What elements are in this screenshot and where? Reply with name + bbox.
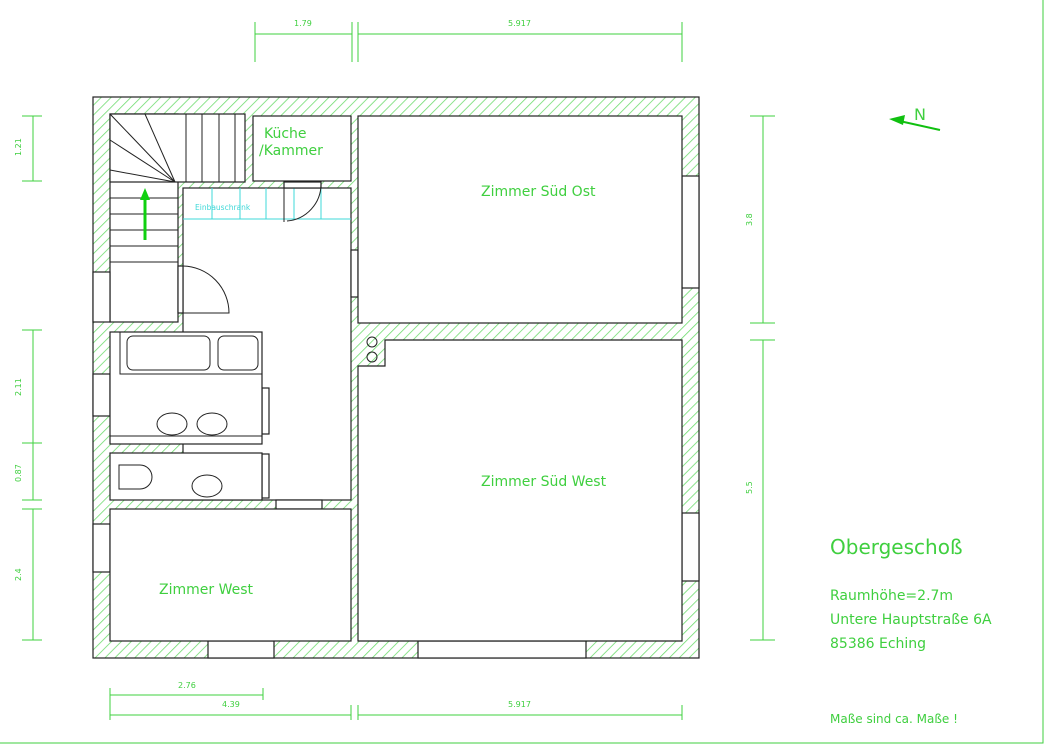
zimmer-sued-ost-label: Zimmer Süd Ost (481, 184, 596, 200)
room-height: Raumhöhe=2.7m (830, 588, 953, 604)
address-street: Untere Hauptstraße 6A (830, 612, 992, 628)
sink-icon (156, 412, 188, 436)
kitchen-label: Küche (264, 126, 307, 142)
room-zimmer-sued-ost (357, 115, 683, 324)
svg-text:1.21: 1.21 (14, 138, 23, 156)
svg-text:5.5: 5.5 (745, 481, 754, 494)
zimmer-sued-west-label: Zimmer Süd West (481, 474, 607, 490)
sink-icon (191, 474, 223, 498)
room-kitchen (252, 115, 352, 182)
plan-title: Obergeschoß (830, 535, 963, 559)
svg-text:5.917: 5.917 (508, 700, 531, 709)
measurements-note: Maße sind ca. Maße ! (830, 712, 958, 726)
svg-text:5.917: 5.917 (508, 19, 531, 28)
svg-text:N: N (914, 105, 926, 124)
wardrobe-label: Einbauschrank (195, 203, 251, 212)
sink-icon (196, 412, 228, 436)
kitchen-label-2: /Kammer (259, 143, 323, 159)
bathroom-fixtures (110, 331, 263, 437)
room-zimmer-sued-west (357, 339, 683, 642)
toilet-icon (118, 464, 153, 490)
svg-text:1.79: 1.79 (294, 19, 312, 28)
svg-text:2.4: 2.4 (14, 568, 23, 581)
zimmer-west-label: Zimmer West (159, 582, 254, 598)
room-zimmer-west (109, 508, 352, 642)
north-arrow-icon: N (889, 105, 941, 131)
svg-text:3.8: 3.8 (745, 213, 754, 226)
svg-text:2.76: 2.76 (178, 681, 196, 690)
staircase (109, 113, 246, 323)
svg-text:0.87: 0.87 (14, 464, 23, 482)
built-in-wardrobe: Einbauschrank (183, 188, 351, 220)
wc-fixtures (118, 464, 223, 498)
room-bathroom (109, 331, 263, 445)
svg-text:2.11: 2.11 (14, 378, 23, 396)
dimension-lines: 1.79 5.917 1.21 2.11 0.87 2.4 3.8 5.5 2.… (14, 19, 775, 720)
room-wc (109, 452, 263, 501)
svg-text:4.39: 4.39 (222, 700, 240, 709)
address-city: 85386 Eching (830, 636, 926, 652)
